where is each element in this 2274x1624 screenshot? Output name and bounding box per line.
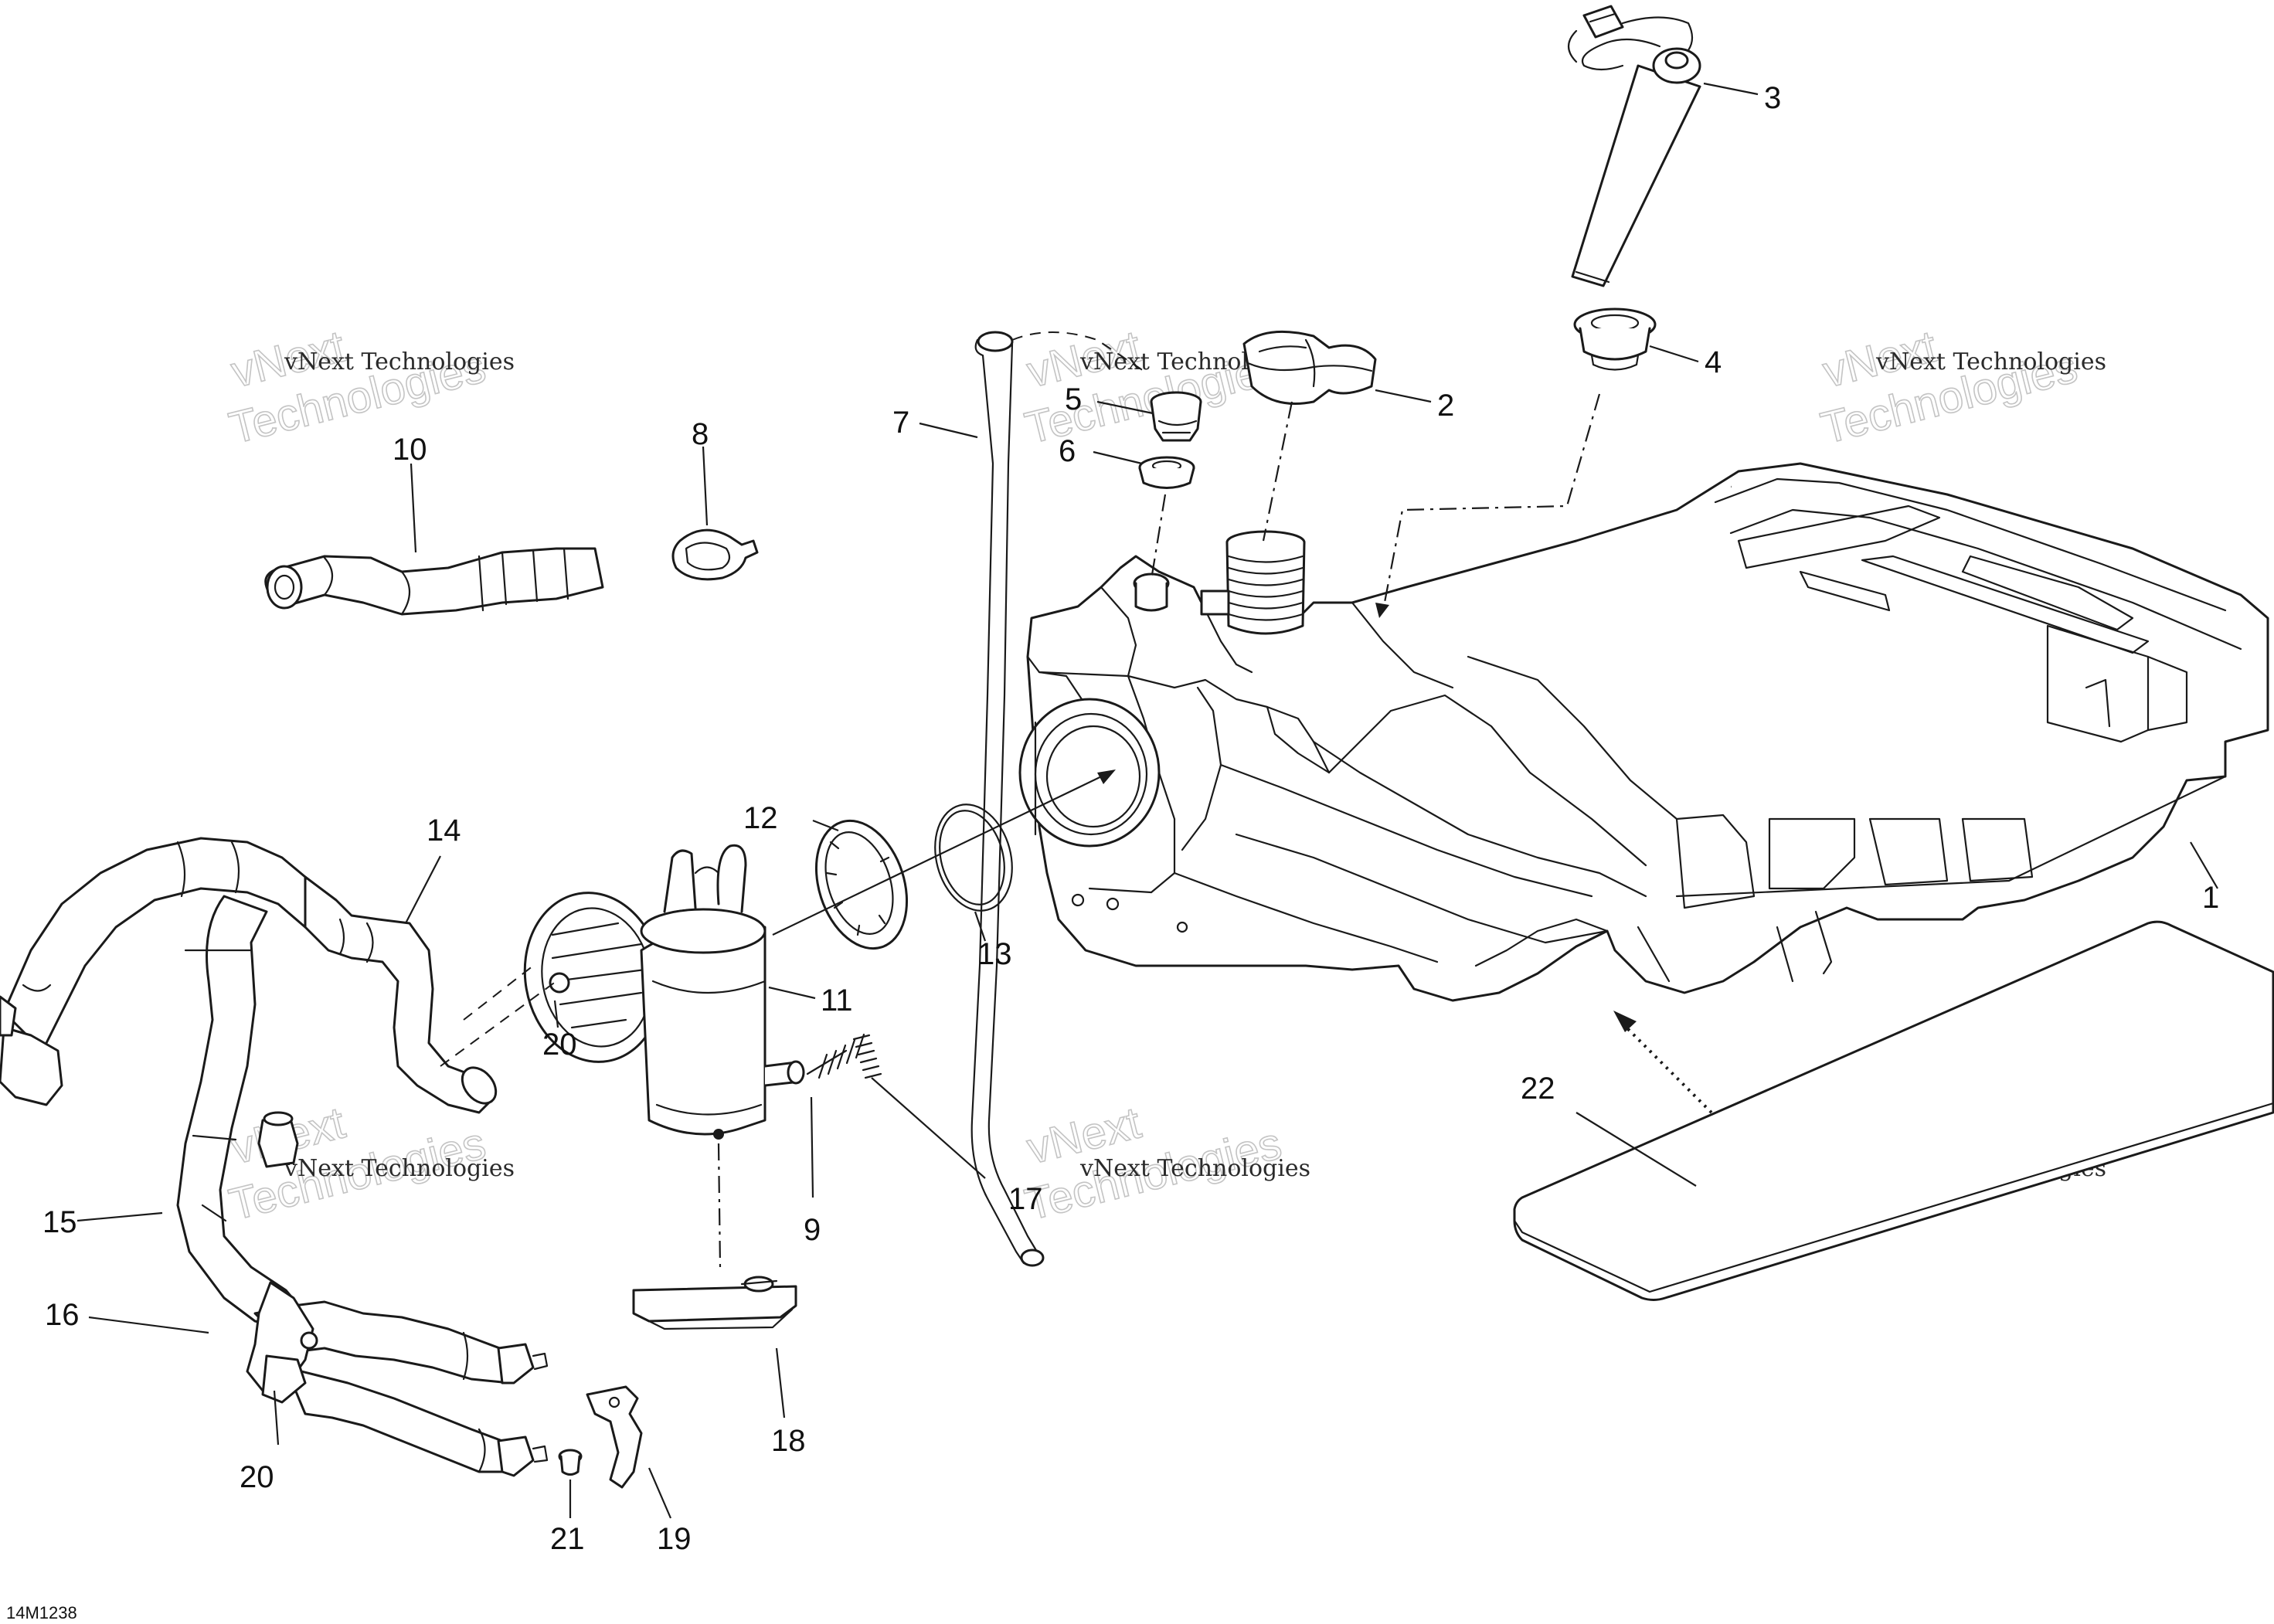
callout-20-lower: 20 [240, 1460, 274, 1494]
fuel-tank [1018, 462, 2269, 1002]
callout-2: 2 [1437, 389, 1454, 423]
valve-grommet [1138, 456, 1195, 489]
callouts: 1 2 3 4 5 6 7 8 9 10 11 12 13 14 15 16 1… [42, 81, 2219, 1556]
callout-17: 17 [1008, 1182, 1043, 1216]
vent-connection-line [1011, 331, 1144, 372]
callout-15: 15 [42, 1205, 77, 1239]
hose-fitting-top [257, 1111, 299, 1168]
callout-18: 18 [771, 1424, 806, 1458]
callout-19: 19 [657, 1522, 692, 1556]
callout-9: 9 [804, 1213, 821, 1247]
drawing-code: 14M1238 [6, 1603, 77, 1622]
grommet [1573, 307, 1657, 371]
callout-11: 11 [821, 984, 853, 1018]
callout-21: 21 [550, 1522, 585, 1556]
vent-hose [970, 331, 1144, 1267]
callout-3: 3 [1764, 81, 1781, 115]
hose-clamp [671, 528, 759, 581]
callout-10: 10 [393, 433, 427, 467]
pump-insert-line [772, 770, 1113, 936]
callout-8: 8 [692, 417, 709, 451]
filler-hose [264, 547, 604, 616]
callout-13: 13 [977, 937, 1012, 971]
callout-4: 4 [1705, 345, 1722, 379]
pump-spring [806, 1033, 865, 1079]
fuel-level-sender [1567, 5, 1701, 287]
assembly-lines [440, 393, 1601, 1268]
callout-20-upper: 20 [542, 1028, 577, 1062]
callout-22: 22 [1521, 1072, 1555, 1106]
callout-6: 6 [1059, 434, 1076, 468]
assembly-arrow-head [1613, 1011, 1637, 1032]
leader-lines [76, 82, 2218, 1519]
callout-14: 14 [427, 814, 461, 848]
retaining-ring [814, 819, 909, 950]
pump-insert-arrowhead [1097, 770, 1116, 784]
spring-clip-17 [852, 1034, 882, 1079]
fuel-hose-15 [0, 837, 307, 1330]
watermark-text: vNext Technologies [1079, 1155, 1310, 1182]
callout-1: 1 [2202, 881, 2219, 915]
fuel-filter [632, 1276, 797, 1330]
callout-16: 16 [45, 1298, 80, 1332]
fuel-pump-module [523, 844, 805, 1140]
rollover-valve [1150, 391, 1202, 442]
tank-pad [1513, 920, 2274, 1301]
elbow-fittings [497, 1343, 549, 1477]
pump-seal [934, 804, 1013, 912]
fuel-cap [1242, 330, 1377, 405]
watermark-text: vNext Technologies [1875, 348, 2106, 375]
callout-7: 7 [892, 406, 909, 440]
bracket-19 [586, 1385, 643, 1489]
bolt-21 [558, 1449, 583, 1476]
fuel-hose-14 [304, 875, 498, 1114]
callout-5: 5 [1065, 382, 1082, 416]
assembly-arrow-line [1617, 1018, 1713, 1114]
callout-12: 12 [743, 801, 778, 835]
hose-connector-20-lower [246, 1281, 318, 1404]
watermark-text: vNext Technologies [284, 348, 515, 375]
watermark-text: vNext Technologies [284, 1155, 515, 1182]
